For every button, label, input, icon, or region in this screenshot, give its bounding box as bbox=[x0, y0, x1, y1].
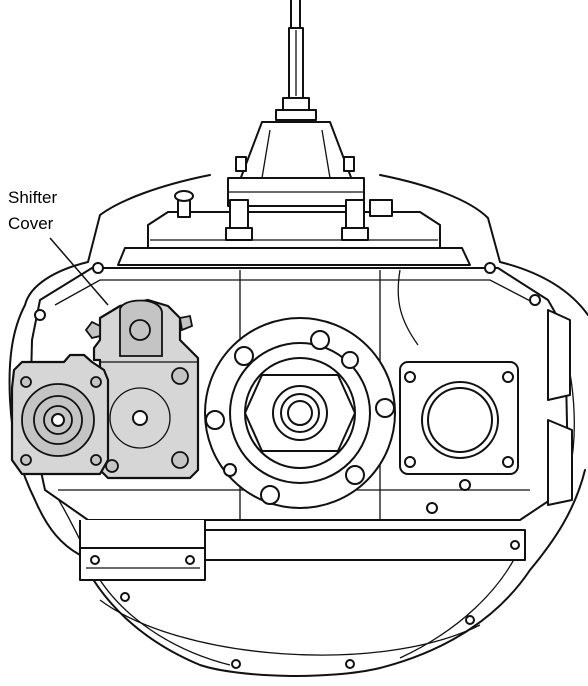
top-housing bbox=[227, 121, 365, 207]
shift-valve-housing bbox=[10, 353, 110, 476]
bottom-rails bbox=[79, 520, 526, 581]
right-pto-cover bbox=[399, 361, 519, 475]
case-top-cover bbox=[117, 211, 471, 266]
rear-bearing-cover bbox=[204, 317, 396, 509]
callout-line-1: Shifter bbox=[8, 188, 57, 207]
right-edge-plates bbox=[547, 309, 573, 506]
input-shaft bbox=[275, 0, 317, 121]
top-bolts bbox=[174, 156, 393, 241]
shifter-cover bbox=[84, 298, 200, 480]
shifter-cover-callout: Shifter Cover bbox=[8, 188, 109, 306]
callout-line-2: Cover bbox=[8, 214, 54, 233]
